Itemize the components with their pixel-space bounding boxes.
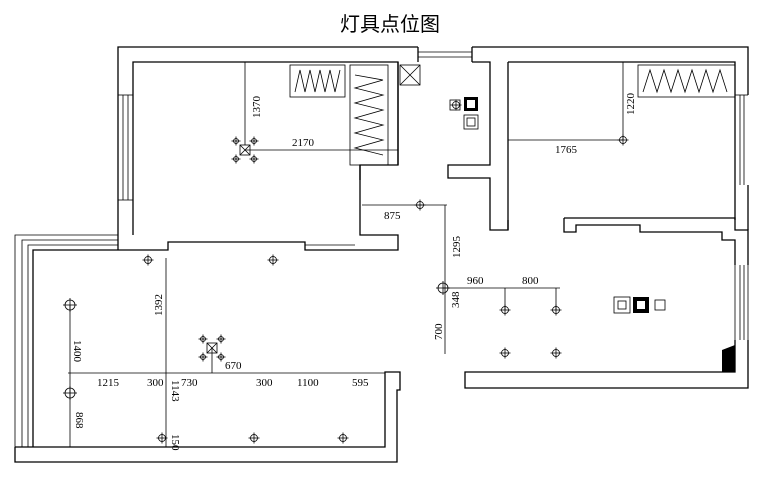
light-point-icon [550, 347, 562, 359]
dim-595: 595 [352, 377, 369, 389]
dim-1215: 1215 [97, 377, 120, 389]
dim-1400: 1400 [71, 340, 83, 363]
dim-1370: 1370 [251, 96, 263, 119]
dim-868: 868 [73, 412, 85, 429]
light-point-icon [249, 136, 259, 146]
light-point-icon [198, 334, 208, 344]
dim-700: 700 [433, 323, 445, 340]
dim-800: 800 [522, 275, 539, 287]
dim-150: 150 [169, 434, 181, 451]
dim-348: 348 [450, 291, 462, 308]
ceiling-panel-icon [463, 114, 479, 130]
ceiling-panel-icon [613, 296, 631, 314]
dim-1100: 1100 [297, 377, 319, 389]
dim-1765: 1765 [555, 144, 578, 156]
light-point-icon [337, 432, 349, 444]
light-point-icon [499, 347, 511, 359]
dim-300b: 300 [256, 377, 273, 389]
dimension-labels: 1370 2170 1765 1220 875 1295 960 800 348… [71, 93, 637, 452]
light-point-icon [216, 334, 226, 344]
light-point-icon [156, 432, 168, 444]
kitchen-fixtures [399, 64, 666, 314]
walls [14, 46, 749, 463]
chandelier-living [206, 342, 218, 354]
light-point-icon [63, 298, 77, 312]
dim-875: 875 [384, 210, 401, 222]
dim-670: 670 [225, 360, 242, 372]
dim-1295: 1295 [451, 236, 463, 259]
chandelier-bedroom [239, 144, 251, 156]
light-point-icon [231, 136, 241, 146]
wardrobes [289, 64, 736, 166]
dim-1392: 1392 [153, 294, 165, 316]
light-point-icon [499, 304, 511, 316]
light-point-icon [198, 352, 208, 362]
light-point-icon [249, 154, 259, 164]
dim-300a: 300 [147, 377, 164, 389]
light-point-icon [216, 352, 226, 362]
light-point-icon [414, 199, 426, 211]
dim-730: 730 [181, 377, 198, 389]
light-points [63, 99, 629, 444]
dim-1143: 1143 [169, 380, 181, 402]
vent-icon [399, 64, 421, 86]
light-point-icon [63, 386, 77, 400]
drawing-title: 灯具点位图 [340, 14, 440, 36]
dim-960: 960 [467, 275, 484, 287]
light-point-icon [231, 154, 241, 164]
light-point-icon [617, 134, 629, 146]
light-point-icon [142, 254, 154, 266]
dim-1220: 1220 [625, 93, 637, 116]
dimension-lines [68, 62, 624, 447]
light-point-icon [436, 281, 450, 295]
dim-2170: 2170 [292, 137, 315, 149]
light-point-icon [450, 99, 462, 111]
light-point-icon [267, 254, 279, 266]
light-point-icon [550, 304, 562, 316]
light-point-icon [248, 432, 260, 444]
